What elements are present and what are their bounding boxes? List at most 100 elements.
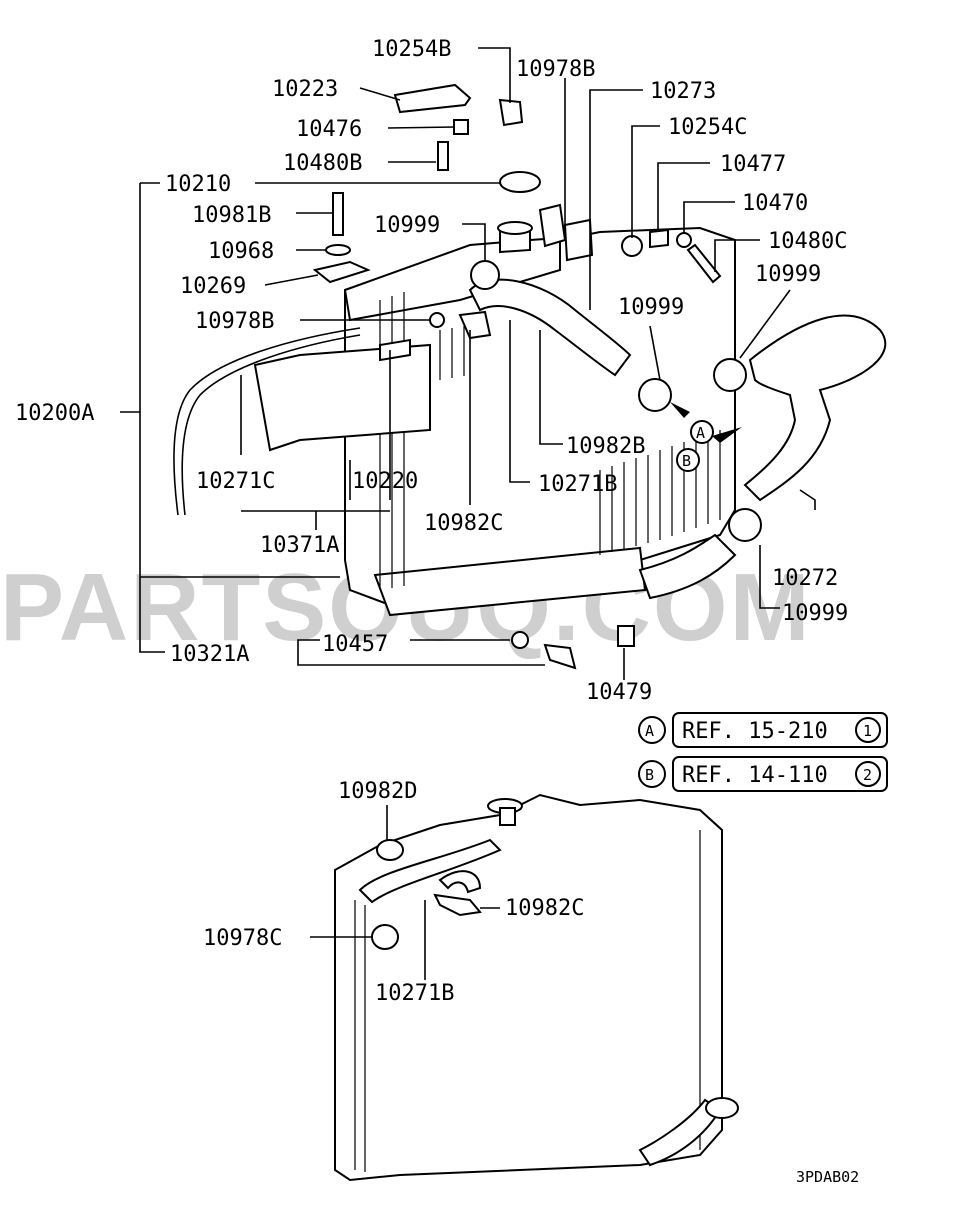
clamp-10999-right <box>713 358 747 392</box>
lower-hose-10272 <box>743 314 887 502</box>
ref-a-text: REF. 15-210 <box>682 719 828 744</box>
bolt-10480C <box>686 243 722 284</box>
collar-10477 <box>649 228 669 249</box>
label-10271B-bottom: 10271B <box>375 981 454 1006</box>
reserve-tank-cap <box>379 338 411 362</box>
lower-filler-neck <box>499 807 516 826</box>
ref-b-num-circle <box>855 761 881 787</box>
label-10479: 10479 <box>586 680 652 705</box>
label-10999-lower: 10999 <box>782 601 848 626</box>
label-10321A: 10321A <box>170 642 249 667</box>
labels-top: 10254B 10978B 10273 10223 10476 10254C 1… <box>15 37 848 705</box>
ref-b-box <box>672 756 888 792</box>
ref-a: A REF. 15-210 1 <box>638 712 888 748</box>
grommet-10254C <box>621 235 643 257</box>
label-10200A: 10200A <box>15 401 94 426</box>
overflow-hose-10271C <box>173 327 361 516</box>
leader-lines-top <box>120 47 816 680</box>
label-10978B-top: 10978B <box>516 57 595 82</box>
leader-lines-bottom <box>310 805 500 980</box>
drain-plug-10321A <box>543 643 577 670</box>
ref-b-text: REF. 14-110 <box>682 763 828 788</box>
label-10999-mid: 10999 <box>618 295 684 320</box>
lower-hose-bend <box>438 870 482 894</box>
ref-a-num-circle <box>855 717 881 743</box>
lower-outlet-hose <box>638 533 737 600</box>
upper-hose-10273 <box>468 278 632 377</box>
ref-b-marker: B <box>645 766 654 784</box>
clamp-10982D <box>376 839 404 861</box>
marker-a-text: A <box>696 424 705 442</box>
bracket-10269 <box>312 260 371 284</box>
label-10220: 10220 <box>352 469 418 494</box>
label-10271C: 10271C <box>196 469 275 494</box>
label-10476: 10476 <box>296 117 362 142</box>
marker-b-text: B <box>682 452 691 470</box>
label-10273: 10273 <box>650 79 716 104</box>
top-bracket-2 <box>563 218 594 262</box>
bolt-10480B <box>437 141 449 171</box>
part-10223 <box>393 83 472 114</box>
clamp-10999-mid <box>638 378 672 412</box>
top-bracket <box>538 203 567 248</box>
lower-radiator-body <box>334 793 723 1182</box>
washer-10470 <box>676 232 692 248</box>
label-10210: 10210 <box>165 172 231 197</box>
radiator-cap-10210 <box>499 171 541 193</box>
lower-outlet-end <box>705 1097 739 1119</box>
ref-b-num: 2 <box>863 766 872 784</box>
ref-a-num: 1 <box>863 722 872 740</box>
label-10978B-mid: 10978B <box>195 309 274 334</box>
label-10477: 10477 <box>720 152 786 177</box>
label-10999-upper: 10999 <box>374 213 440 238</box>
reserve-tank-10220 <box>253 343 431 452</box>
label-10223: 10223 <box>272 77 338 102</box>
ref-b-marker-circle <box>638 760 666 788</box>
radiator-filler-top <box>497 221 533 235</box>
part-10254B <box>498 98 524 127</box>
radiator-assembly-bottom <box>334 793 739 1182</box>
label-10978C: 10978C <box>203 926 282 951</box>
label-10457: 10457 <box>322 632 388 657</box>
label-10470: 10470 <box>742 191 808 216</box>
arrow-a <box>670 402 690 418</box>
clamp-10999-upper <box>470 260 500 290</box>
label-10981B: 10981B <box>192 203 271 228</box>
label-10982C: 10982C <box>424 511 503 536</box>
washer-10968 <box>325 244 351 256</box>
label-10999-right: 10999 <box>755 262 821 287</box>
label-10269: 10269 <box>180 274 246 299</box>
label-10982C-bottom: 10982C <box>505 896 584 921</box>
label-10254C: 10254C <box>668 115 747 140</box>
label-10272: 10272 <box>772 566 838 591</box>
plug-10479 <box>617 625 635 647</box>
radiator-top-tank <box>343 236 561 322</box>
ref-a-marker: A <box>645 722 654 740</box>
lower-radiator-side <box>354 900 366 1172</box>
clip-10978B <box>429 312 445 328</box>
ref-a-marker-circle <box>638 716 666 744</box>
label-10982D: 10982D <box>338 779 417 804</box>
lower-hose-10271B <box>358 838 502 904</box>
clip-10978C <box>371 924 399 950</box>
bolt-10981B <box>332 192 344 236</box>
part-10476 <box>453 119 469 135</box>
marker-b-circle <box>676 448 700 472</box>
clip-10982C <box>458 310 492 340</box>
ref-b: B REF. 14-110 2 <box>638 756 888 792</box>
diagram-code: 3PDAB02 <box>796 1168 859 1186</box>
arrow-b <box>712 427 742 443</box>
label-10254B: 10254B <box>372 37 451 62</box>
label-10968: 10968 <box>208 239 274 264</box>
labels-bottom: 10982D 10982C 10978C 10271B 3PDAB02 <box>203 779 859 1186</box>
label-10271B: 10271B <box>538 472 617 497</box>
clip-10982C-bottom <box>433 893 482 917</box>
label-10480C: 10480C <box>768 229 847 254</box>
ref-a-box <box>672 712 888 748</box>
label-10371A: 10371A <box>260 533 339 558</box>
radiator-bottom-tank <box>373 546 647 617</box>
gasket-10457 <box>511 631 529 649</box>
label-10982B: 10982B <box>566 434 645 459</box>
